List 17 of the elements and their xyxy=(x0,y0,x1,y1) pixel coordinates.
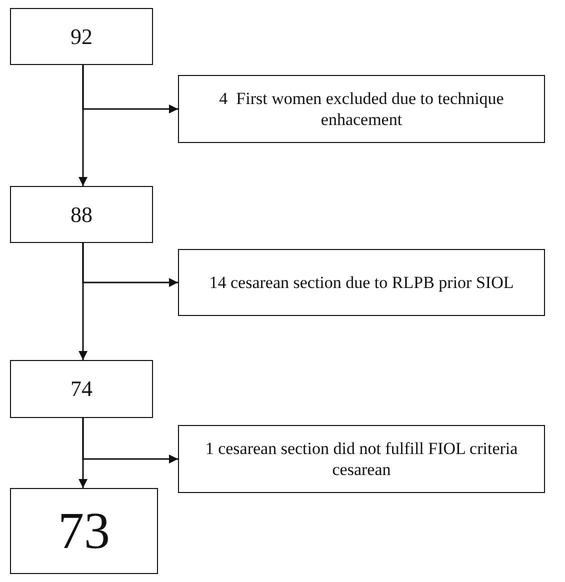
exclusion-box xyxy=(178,425,545,493)
count-number: 92 xyxy=(70,22,92,50)
count-box xyxy=(10,8,153,65)
count-number: 88 xyxy=(70,200,92,228)
exclusion-text: 4 First women excluded due to technique enhacement xyxy=(218,88,505,130)
count-number: 74 xyxy=(70,375,92,403)
arrow xyxy=(82,65,178,114)
count-box xyxy=(10,186,153,243)
exclusion-box xyxy=(178,249,545,316)
arrow xyxy=(82,243,178,287)
count-box xyxy=(10,488,158,574)
arrow xyxy=(82,418,178,464)
count-box xyxy=(10,360,153,418)
exclusion-text: 1 cesarean section did not fulfill FIOL criteria cesarean xyxy=(204,438,519,480)
exclusion-box xyxy=(178,75,545,143)
count-number: 73 xyxy=(58,502,110,562)
exclusion-text: 14 cesarean section due to RLPB prior SIOL xyxy=(209,272,514,294)
